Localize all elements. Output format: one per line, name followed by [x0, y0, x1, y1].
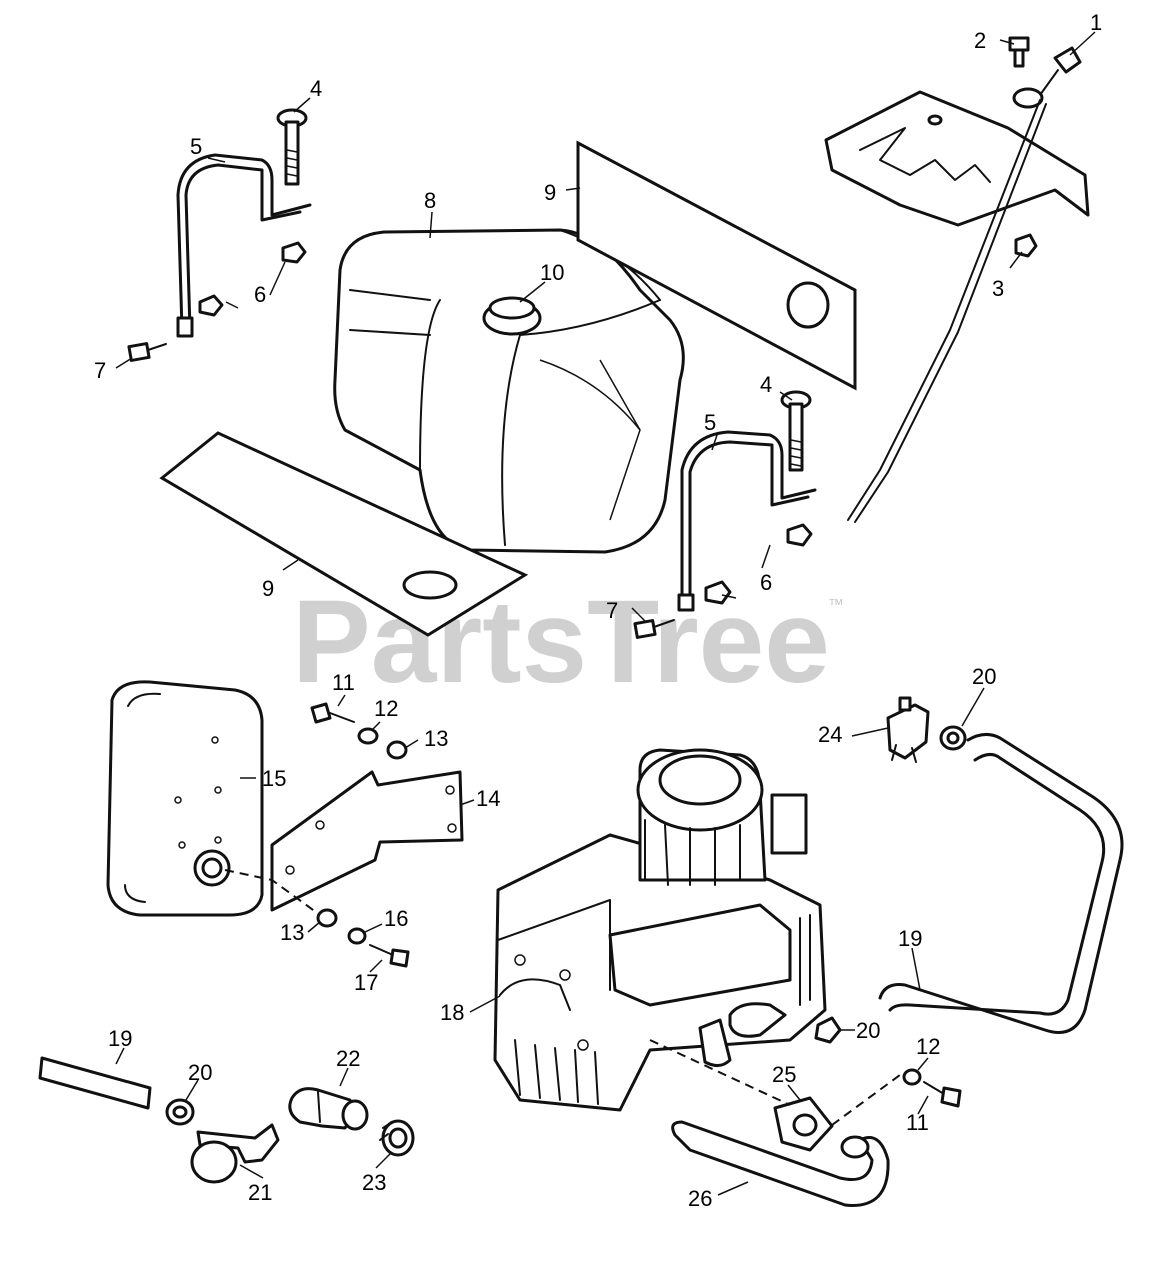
fuel-tank[interactable] [333, 228, 685, 554]
callout-20-lower: 20 [856, 1018, 880, 1043]
callout-11-upper: 11 [332, 670, 355, 695]
callout-13-lower: 13 [280, 920, 304, 945]
callout-19-left: 19 [108, 1026, 132, 1051]
throttle-cable[interactable] [847, 99, 1047, 523]
adapter-fitting-23[interactable] [379, 1119, 415, 1157]
callout-9-lower: 9 [262, 576, 274, 601]
tank-strap-left[interactable] [176, 153, 312, 338]
callout-20-upper: 20 [972, 664, 996, 689]
carriage-bolt-left[interactable] [276, 108, 308, 186]
screw-11-lower[interactable] [923, 1081, 962, 1108]
washer-13-upper[interactable] [386, 740, 408, 760]
control-bracket[interactable] [824, 90, 1090, 227]
fuel-cap[interactable] [482, 296, 542, 336]
callout-17: 17 [354, 970, 378, 995]
callout-8: 8 [424, 188, 436, 213]
nut-left-2[interactable] [198, 294, 224, 317]
callout-24: 24 [818, 722, 842, 747]
elbow-fitting-22[interactable] [288, 1087, 369, 1131]
foam-pad-upper[interactable] [576, 140, 857, 391]
lock-washer-16[interactable] [347, 927, 367, 945]
callout-7-right: 7 [606, 598, 618, 623]
callout-20-left: 20 [188, 1060, 212, 1085]
screw-17[interactable] [369, 944, 410, 968]
callout-4-left: 4 [310, 76, 322, 101]
hose-clamp-20-left[interactable] [165, 1098, 195, 1126]
callout-labels: 1 2 3 4 4 5 5 6 6 7 7 8 9 9 10 11 11 12 … [94, 10, 1102, 1211]
callout-19-right: 19 [898, 926, 922, 951]
hose-clamp-20-lower[interactable] [814, 1016, 842, 1044]
callout-16: 16 [384, 906, 408, 931]
fuel-shutoff-valve[interactable] [886, 696, 930, 763]
nut-3[interactable] [1014, 233, 1038, 258]
exhaust-pipe[interactable] [671, 1120, 890, 1207]
callout-6-right: 6 [760, 570, 772, 595]
nut-right-2[interactable] [704, 580, 732, 605]
washer-13-lower[interactable] [316, 908, 338, 928]
lock-washer-12-lower[interactable] [902, 1068, 922, 1086]
carriage-bolt-right[interactable] [780, 390, 812, 472]
hose-clamp-20-upper[interactable] [939, 725, 967, 751]
screw-11-upper[interactable] [310, 702, 355, 724]
screw-right[interactable] [633, 619, 675, 639]
exhaust-gasket[interactable] [773, 1096, 834, 1152]
engine[interactable] [493, 748, 827, 1112]
callout-12-lower: 12 [916, 1034, 940, 1059]
callout-6-left: 6 [254, 282, 266, 307]
callout-1: 1 [1090, 10, 1102, 35]
callout-21: 21 [248, 1180, 272, 1205]
nut-right[interactable] [786, 523, 813, 547]
throttle-lever[interactable] [1012, 46, 1082, 109]
muffler[interactable] [106, 680, 264, 917]
watermark-trademark: ™ [828, 597, 844, 614]
tank-strap-right[interactable] [677, 430, 817, 612]
fuel-line-left[interactable] [38, 1056, 152, 1110]
callout-5-right: 5 [704, 410, 716, 435]
callout-9-upper: 9 [544, 180, 556, 205]
foam-pad-lower[interactable] [159, 431, 529, 637]
callout-23: 23 [362, 1170, 386, 1195]
lock-washer-12-upper[interactable] [357, 727, 379, 745]
callout-2: 2 [974, 28, 986, 53]
callout-4-right: 4 [760, 372, 772, 397]
callout-10: 10 [540, 260, 564, 285]
callout-12-upper: 12 [374, 696, 398, 721]
nut-left[interactable] [281, 241, 307, 264]
screw-left[interactable] [127, 342, 167, 362]
callout-3: 3 [992, 276, 1004, 301]
callout-13-upper: 13 [424, 726, 448, 751]
callout-15: 15 [262, 766, 286, 791]
callout-14: 14 [476, 786, 500, 811]
callout-25: 25 [772, 1062, 796, 1087]
leader-lines [115, 31, 1096, 1196]
bolt-2[interactable] [1008, 36, 1030, 68]
callout-22: 22 [336, 1046, 360, 1071]
shutoff-valve-21[interactable] [190, 1123, 280, 1184]
callout-5-left: 5 [190, 134, 202, 159]
callout-7-left: 7 [94, 358, 106, 383]
callout-18: 18 [440, 1000, 464, 1025]
muffler-bracket[interactable] [270, 770, 464, 912]
callout-26: 26 [688, 1186, 712, 1211]
callout-11-lower: 11 [906, 1110, 929, 1135]
fuel-line-right[interactable] [878, 733, 1124, 1034]
